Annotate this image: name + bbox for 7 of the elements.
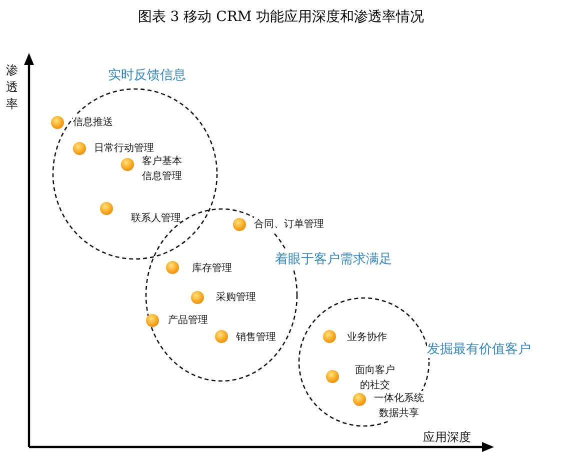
cluster-heading: 着眼于客户需求满足 [275,250,392,268]
diagram-title: 图表 3 移动 CRM 功能应用深度和渗透率情况 [136,8,426,26]
axis-label: 应用深度 [423,430,471,445]
cluster-heading: 发掘最有价值客户 [427,340,531,358]
point-label: 合同、订单管理 [254,217,324,232]
point-label: 一体化系统数据共享 [371,391,427,421]
cluster-heading: 实时反馈信息 [108,66,186,84]
